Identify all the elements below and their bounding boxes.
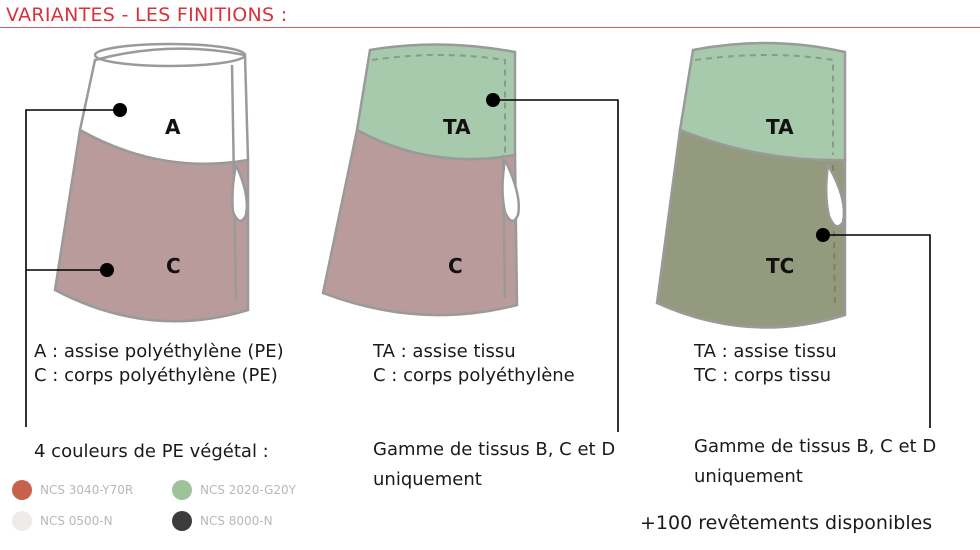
color-dot	[12, 511, 32, 531]
pe-color-name: NCS 0500-N	[40, 514, 113, 528]
variant-1-description: A : assise polyéthylène (PE) C : corps p…	[34, 340, 284, 388]
pouf-1-leader-line	[25, 109, 120, 427]
variant-3-line-2: TC : corps tissu	[694, 365, 832, 386]
pouf-3-leader-line	[823, 234, 931, 428]
pouf-2-leader-line	[493, 99, 619, 432]
pe-color-name: NCS 8000-N	[200, 514, 273, 528]
pouf-3-body-label: TC	[766, 254, 794, 278]
title-underline	[0, 27, 980, 28]
variant-2-line-2: C : corps polyéthylène	[373, 365, 575, 386]
pouf-1-strap	[231, 164, 249, 222]
pouf-2-seat-label: TA	[443, 115, 471, 139]
pouf-1-top-rim	[93, 42, 247, 68]
variant-2-fabric-note: Gamme de tissus B, C et D uniquement	[373, 439, 616, 490]
pe-color-swatch: NCS 0500-N	[12, 511, 113, 531]
pe-color-name: NCS 2020-G20Y	[200, 483, 296, 497]
pouf-3-strap	[825, 164, 846, 228]
variant-2-description: TA : assise tissu C : corps polyéthylène	[373, 340, 575, 388]
color-dot	[172, 480, 192, 500]
pouf-1-seat-label: A	[165, 115, 181, 139]
page-title: VARIANTES - LES FINITIONS :	[6, 4, 288, 26]
coverings-footer: +100 revêtements disponibles	[640, 512, 933, 534]
variant-2-line-1: TA : assise tissu	[373, 341, 516, 362]
pouf-ta-c: TA C	[321, 43, 619, 432]
color-dot	[12, 480, 32, 500]
pouf-2-body-label: C	[448, 254, 463, 278]
pouf-3-seat	[678, 41, 847, 162]
pe-color-swatch: NCS 8000-N	[172, 511, 273, 531]
pouf-2-seat	[355, 43, 517, 161]
pouf-1-body-label: C	[166, 254, 181, 278]
variant-1-line-2: C : corps polyéthylène (PE)	[34, 365, 278, 386]
pouf-ta-tc: TA TC	[655, 41, 931, 428]
pouf-3-seat-label: TA	[766, 115, 794, 139]
pe-color-swatch: NCS 3040-Y70R	[12, 480, 133, 500]
pe-color-name: NCS 3040-Y70R	[40, 483, 134, 497]
pouf-3-seam	[694, 54, 834, 155]
pe-color-swatch: NCS 2020-G20Y	[172, 480, 296, 500]
variant-3-description: TA : assise tissu TC : corps tissu	[694, 340, 837, 388]
variant-1-line-1: A : assise polyéthylène (PE)	[34, 341, 284, 362]
pouf-1-seat	[78, 47, 250, 165]
pouf-2-strap	[501, 159, 520, 222]
variant-3-line-1: TA : assise tissu	[694, 341, 837, 362]
pe-colors-heading: 4 couleurs de PE végétal :	[34, 441, 269, 462]
color-dot	[172, 511, 192, 531]
pouf-a-c: A C	[25, 42, 250, 427]
variant-3-fabric-note: Gamme de tissus B, C et D uniquement	[694, 436, 937, 487]
